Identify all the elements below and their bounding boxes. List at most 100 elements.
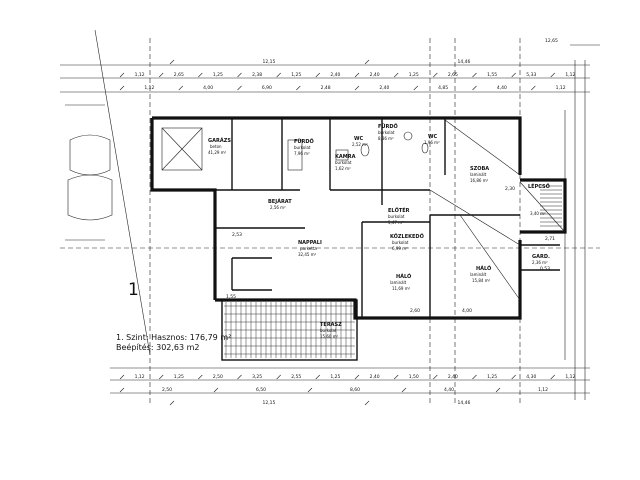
svg-text:TERASZ: TERASZ [320,322,342,328]
dimension-label: 2,40 [370,374,380,380]
dimension-label: 1,12 [556,85,566,91]
svg-text:BEJÁRAT: BEJÁRAT [268,198,292,205]
dimension-label: 1,25 [330,374,340,380]
svg-text:KÖZLEKEDŐ: KÖZLEKEDŐ [390,233,424,240]
room-diagonals [429,119,566,301]
room-label-bed2: HÁLÓ laminált 15,84 m² [470,265,491,283]
terrace-hatch [224,302,355,358]
dimension-tick [511,374,516,380]
svg-text:ELŐTÉR: ELŐTÉR [388,206,410,214]
svg-text:GARD.: GARD. [532,254,550,260]
dimension-tick [276,374,281,380]
dimension-tick [472,374,477,380]
room-label-pantry: KAMRA burkolat 1,62 m² [335,154,356,171]
dimension-label: 1,12 [135,374,145,380]
dimension-tick [495,387,501,393]
svg-text:FÜRDŐ: FÜRDŐ [294,138,314,145]
svg-text:15,84 m²: 15,84 m² [472,278,491,283]
svg-text:6,99 m²: 6,99 m² [392,246,408,251]
svg-text:2,60: 2,60 [410,308,420,314]
svg-text:2,71: 2,71 [545,236,555,242]
dimension-tick [296,85,301,91]
dimension-tick [315,374,321,380]
dimension-tick [307,387,313,393]
dimension-label: 2,40 [379,85,389,91]
svg-text:HÁLÓ: HÁLÓ [476,265,491,272]
dimension-label: 2,55 [291,374,301,380]
dimension-label: 2,40 [370,72,380,78]
svg-text:2,56 m²: 2,56 m² [270,205,286,210]
room-label-bath: FÜRDŐ burkolat 7,96 m² [294,138,314,156]
dimension-tick [119,387,125,393]
dimension-label: 1,25 [409,72,419,78]
room-label-living: NAPPALI parketta 32,45 m² [298,240,322,257]
svg-text:11,69 m²: 11,69 m² [392,286,411,291]
svg-text:KAMRA: KAMRA [335,154,356,160]
svg-text:1,55: 1,55 [226,294,236,300]
dimension-tick [472,85,477,91]
dimension-tick [198,374,203,380]
dimension-label: 2,50 [213,374,223,380]
dimension-tick [169,59,175,65]
dimension-tick [401,387,407,393]
dimension-tick [237,72,242,78]
svg-text:1,62 m²: 1,62 m² [335,166,351,171]
svg-text:FÜRDŐ: FÜRDŐ [378,123,398,130]
dimension-tick [158,72,164,78]
dimension-tick [237,374,242,380]
dimension-label: 2,50 [162,387,172,393]
dimension-label: 1,12 [565,374,575,380]
dimension-label: 1,25 [174,374,184,380]
dimension-tick [550,72,556,78]
dimension-tick [158,374,164,380]
svg-text:4,00: 4,00 [462,308,472,314]
dimension-tick [315,72,321,78]
svg-text:8,36 m²: 8,36 m² [378,136,394,141]
svg-text:GARÁZS: GARÁZS [208,137,231,144]
svg-text:SZOBA: SZOBA [470,166,489,172]
dimension-label: 1,25 [291,72,301,78]
room-label-bed1: HÁLÓ laminált 11,69 m² [390,273,411,291]
room-label-toilet2: WC 1,96 m² [424,134,440,145]
svg-text:2,52 m²: 2,52 m² [352,142,368,147]
dimension-label: 3,25 [252,374,262,380]
dimension-tick [413,85,419,91]
dimension-label: 14,46 [458,59,471,65]
svg-text:LÉPCSŐ: LÉPCSŐ [528,182,550,190]
dimension-tick [169,400,175,406]
dimension-label: 6,90 [262,85,272,91]
dimension-label: 1,25 [213,72,223,78]
interior-walls [152,118,560,318]
svg-text:41,29 m²: 41,29 m² [208,150,227,155]
svg-text:2,36 m²: 2,36 m² [532,260,548,265]
svg-text:laminált: laminált [390,280,407,285]
dimension-label: 2,40 [330,72,340,78]
room-label-stair: LÉPCSŐ 3,40 m² [528,182,550,216]
dimension-tick [198,72,203,78]
dimension-label: 12,15 [263,59,276,65]
caption-line-2: Beépítés: 302,63 m2 [116,343,200,352]
dimension-tick [276,72,281,78]
dimension-tick [354,374,360,380]
dimension-label: 1,12 [135,72,145,78]
svg-text:burkolat: burkolat [388,214,405,219]
room-label-entry: BEJÁRAT 2,56 m² [268,198,292,210]
room-label-shower: FÜRDŐ burkolat 8,36 m² [378,123,398,141]
dimension-tick [178,85,184,91]
svg-text:burkolat: burkolat [335,160,352,165]
dimension-label: 1,12 [144,85,154,91]
svg-text:burkolat: burkolat [320,328,337,333]
svg-text:parketta: parketta [300,246,317,251]
dimension-label: 4,85 [438,85,448,91]
svg-text:WC: WC [354,136,364,142]
dimension-tick [531,85,536,91]
dimension-label: 2,65 [448,72,458,78]
svg-text:laminált: laminált [470,272,487,277]
svg-text:32,45 m²: 32,45 m² [298,252,317,257]
dimension-label: 12,15 [263,400,276,406]
svg-text:2,53: 2,53 [232,232,242,238]
